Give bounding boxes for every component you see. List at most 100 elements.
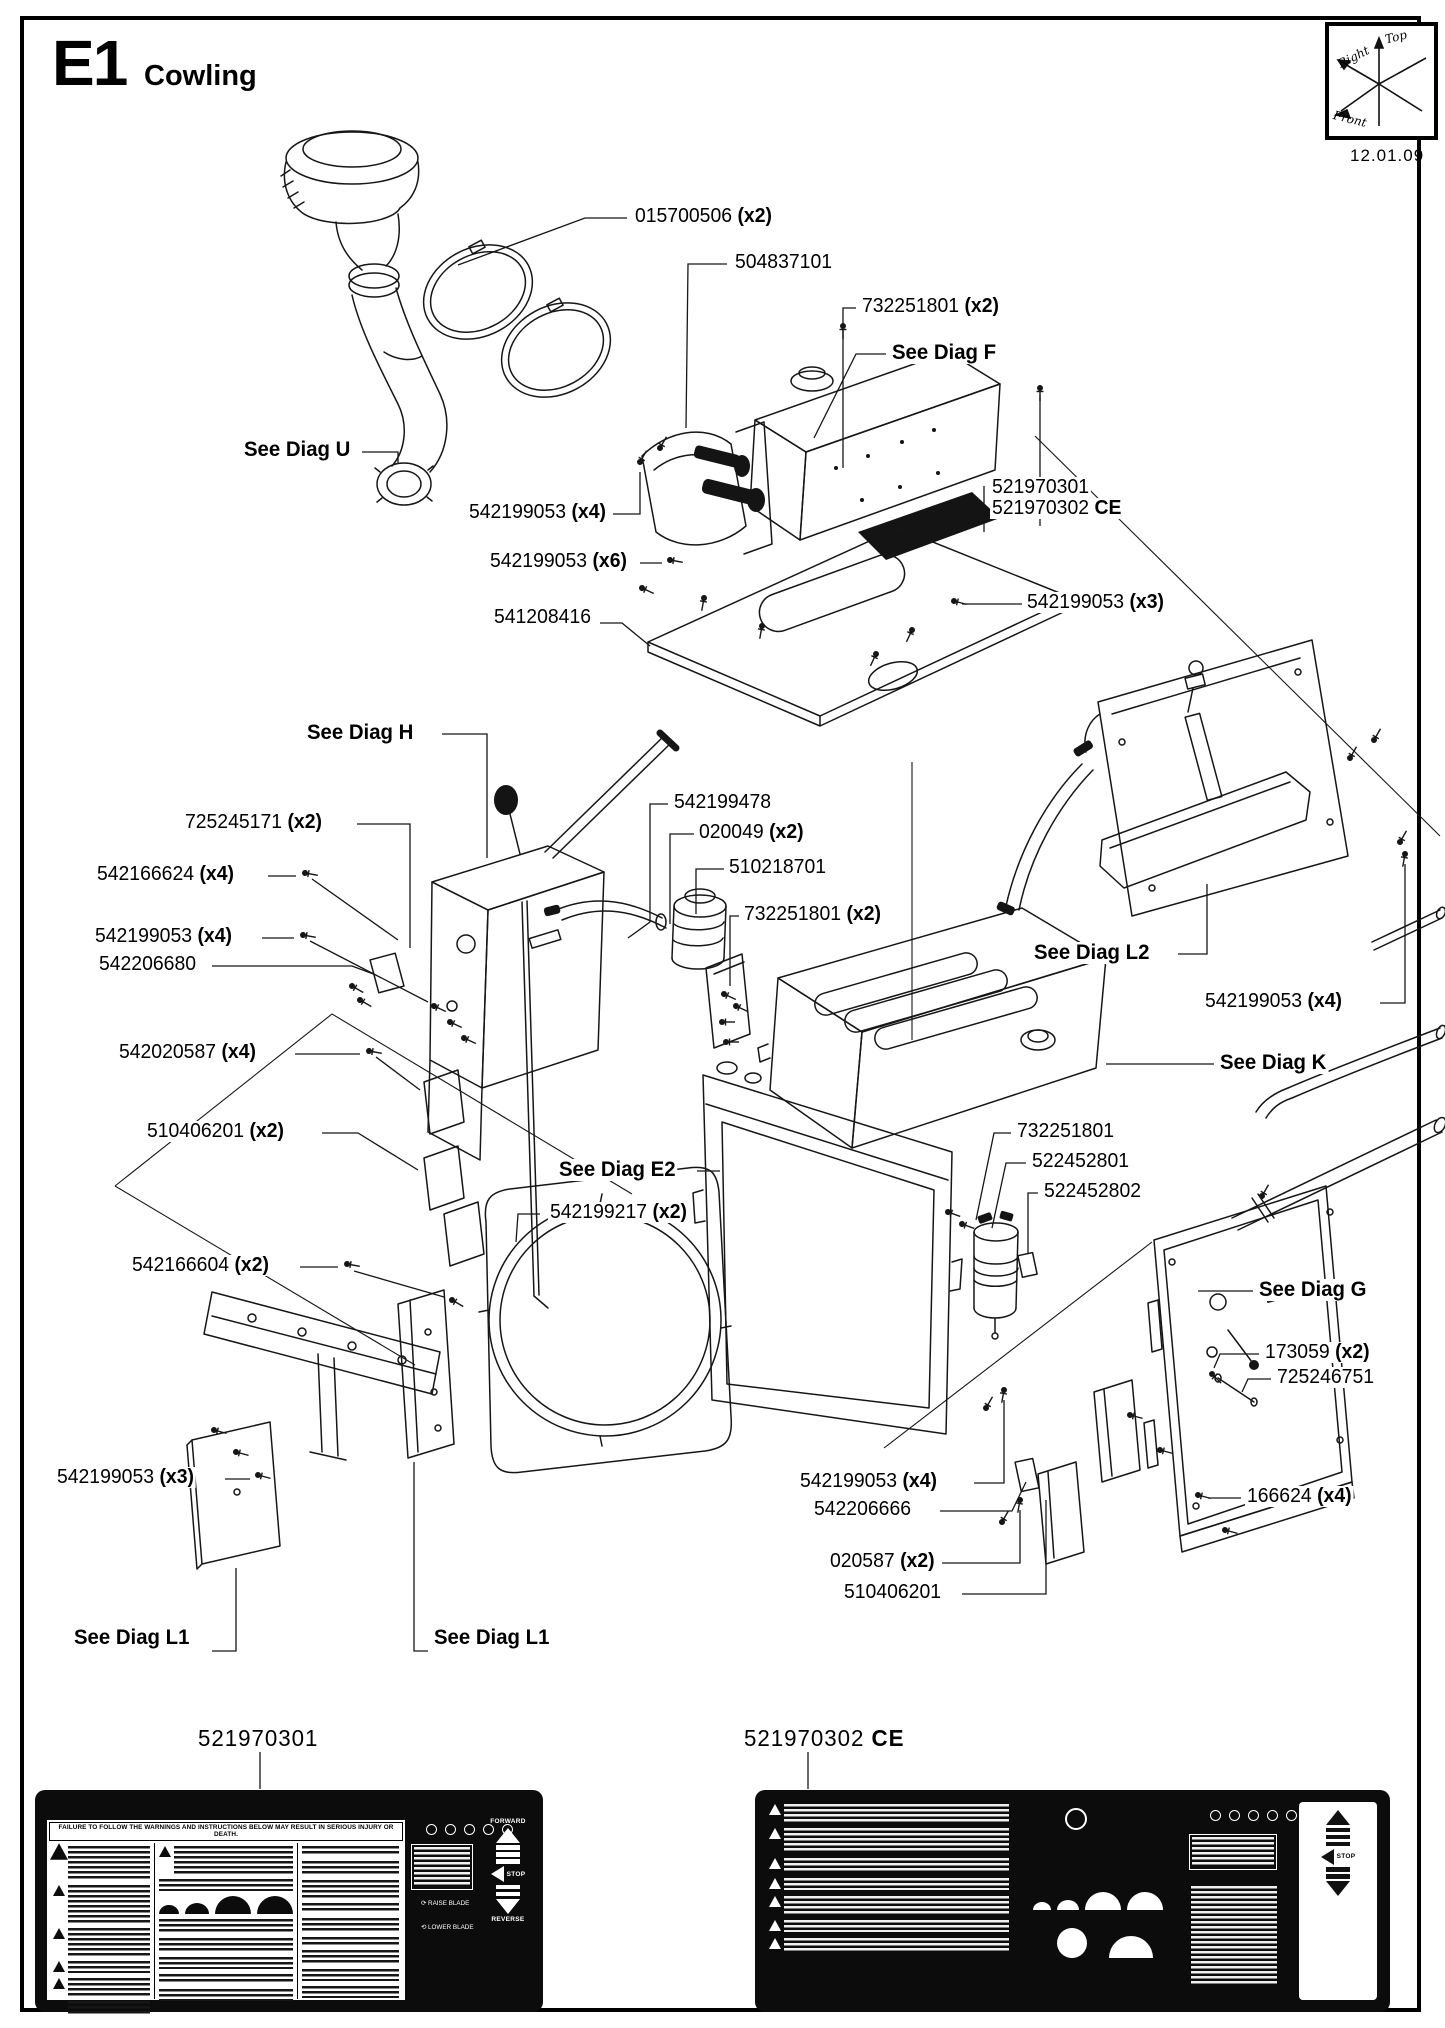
warning-triangle-icon <box>769 1896 781 1907</box>
fine-print-lines <box>68 1927 150 1956</box>
notice-box <box>1189 1834 1277 1870</box>
callout-text: 510218701 <box>728 856 827 878</box>
warning-text-row <box>769 1920 1009 1932</box>
numbered-circle-icon <box>1285 1810 1297 1821</box>
part-number-callout: 542166624 (x4) <box>95 864 236 885</box>
quantity-text: (x4) <box>902 1470 937 1492</box>
stop-label: STOP <box>506 1870 526 1878</box>
part-number-callout: 542199053 (x3) <box>1025 592 1166 613</box>
part-number-callout: 542206680 <box>97 954 198 975</box>
warning-text-row <box>302 1936 399 1945</box>
page-border-frame <box>20 16 1421 2012</box>
warning-text-row <box>159 1878 293 1891</box>
diagram-reference-label: See Diag U <box>242 438 353 462</box>
rotate-cw-icon: ⟳ <box>421 1900 427 1907</box>
part-number-callout: 173059 (x2) <box>1263 1342 1372 1363</box>
fine-print-lines <box>1192 1837 1274 1867</box>
fine-print-lines <box>68 1977 150 1996</box>
diagram-reference-label: See Diag E2 <box>557 1158 678 1182</box>
part-number-callout: 521970301 <box>196 1726 321 1751</box>
blade-controls: ⟳ RAISE BLADE ⟲ LOWER BLADE <box>421 1900 479 1932</box>
part-number-callout: 522452802 <box>1042 1181 1143 1202</box>
warning-text-row <box>159 1988 293 2001</box>
quantity-text: (x6) <box>592 550 627 572</box>
warning-triangle-icon <box>769 1920 781 1931</box>
callout-text: See Diag G <box>1258 1278 1367 1301</box>
warning-text-row <box>53 1960 150 1973</box>
mound-pictograms <box>1023 1890 1173 1910</box>
numbered-circle-icon <box>1228 1810 1240 1821</box>
callout-text: 541208416 <box>493 606 592 628</box>
fine-print-lines <box>784 1938 1009 1952</box>
callout-text: 732251801 <box>743 903 842 925</box>
callout-text: See Diag L1 <box>73 1626 190 1649</box>
part-number-callout: 510218701 <box>727 857 828 878</box>
warning-text-row <box>302 1845 399 1856</box>
warning-column <box>155 1842 298 2001</box>
numbered-circle-icon <box>1209 1810 1221 1821</box>
fine-print-lines <box>302 1860 399 1875</box>
rotate-ccw-icon: ⟲ <box>421 1924 427 1932</box>
reverse-label: REVERSE <box>491 1916 525 1923</box>
ce-mark-text: CE <box>1094 497 1122 519</box>
callout-text: 542199478 <box>673 791 772 813</box>
part-number-callout: 732251801 (x2) <box>860 296 1001 317</box>
diagram-reference-label: See Diag L1 <box>72 1626 192 1650</box>
fine-print-lines <box>302 1949 399 1964</box>
numbered-icons-row <box>1183 1808 1323 1826</box>
callout-text: 015700506 <box>634 205 733 227</box>
callout-text: 521970302 <box>991 497 1090 519</box>
warning-text-row <box>159 1973 293 1984</box>
callout-text: 542199053 <box>468 501 567 523</box>
warning-text-row <box>159 1845 293 1874</box>
warning-triangle-icon <box>50 1842 68 1860</box>
part-number-callout: 521970301 <box>990 477 1091 498</box>
fine-print-lines <box>68 1845 150 1880</box>
part-number-callout: 542199053 (x4) <box>1203 991 1344 1012</box>
warning-column <box>49 1842 155 2015</box>
fine-print-lines <box>784 1858 1009 1872</box>
callout-text: 166624 <box>1246 1485 1312 1507</box>
callout-text: 020587 <box>829 1550 895 1572</box>
fine-print-lines <box>302 1968 399 1981</box>
quantity-text: (x3) <box>159 1466 194 1488</box>
callout-text: 732251801 <box>861 295 960 317</box>
numbered-circle-icon <box>1266 1810 1278 1821</box>
fine-print-lines <box>784 1878 1009 1890</box>
part-number-callout: 542199217 (x2) <box>548 1202 689 1223</box>
callout-text: See Diag E2 <box>558 1158 676 1181</box>
warning-triangle-icon <box>53 2000 65 2012</box>
diagram-reference-label: See Diag F <box>890 341 999 365</box>
warning-text-row <box>302 1902 399 1913</box>
stop-label: STOP <box>1336 1853 1356 1860</box>
fine-print-lines <box>784 1804 1009 1822</box>
warning-text-row <box>53 1977 150 1996</box>
diagram-reference-label: See Diag L1 <box>432 1626 552 1650</box>
fine-print-lines <box>302 1936 399 1945</box>
callout-text: See Diag U <box>243 438 351 461</box>
callout-text: 521970301 <box>991 476 1090 498</box>
warning-column <box>769 1804 1009 1998</box>
quantity-text: (x4) <box>1317 1485 1352 1507</box>
warning-text-row <box>302 1860 399 1875</box>
callout-text: 542020587 <box>118 1041 217 1063</box>
callout-text: 510406201 <box>843 1581 942 1603</box>
fine-print-lines <box>159 1956 293 1969</box>
direction-arrows: STOP <box>1320 1810 1356 1896</box>
part-number-callout: 504837101 <box>733 252 834 273</box>
part-number-callout: 521970302 CE <box>742 1726 907 1751</box>
numbered-circle-icon <box>444 1824 456 1835</box>
warning-text-row <box>769 1858 1009 1872</box>
callout-text: See Diag H <box>306 721 414 744</box>
numbered-circle-icon <box>1247 1810 1259 1821</box>
warning-text-row <box>769 1896 1009 1914</box>
safety-headline: FAILURE TO FOLLOW THE WARNINGS AND INSTR… <box>49 1822 403 1841</box>
part-number-callout: 542199053 (x4) <box>798 1471 939 1492</box>
quantity-text: (x2) <box>737 205 772 227</box>
fine-print-lines <box>414 1847 470 1887</box>
part-number-callout: 542199053 (x4) <box>467 502 608 523</box>
numbered-circle-icon <box>482 1824 494 1835</box>
part-number-callout: 725245171 (x2) <box>183 812 324 833</box>
warning-text-row <box>302 1985 399 1998</box>
